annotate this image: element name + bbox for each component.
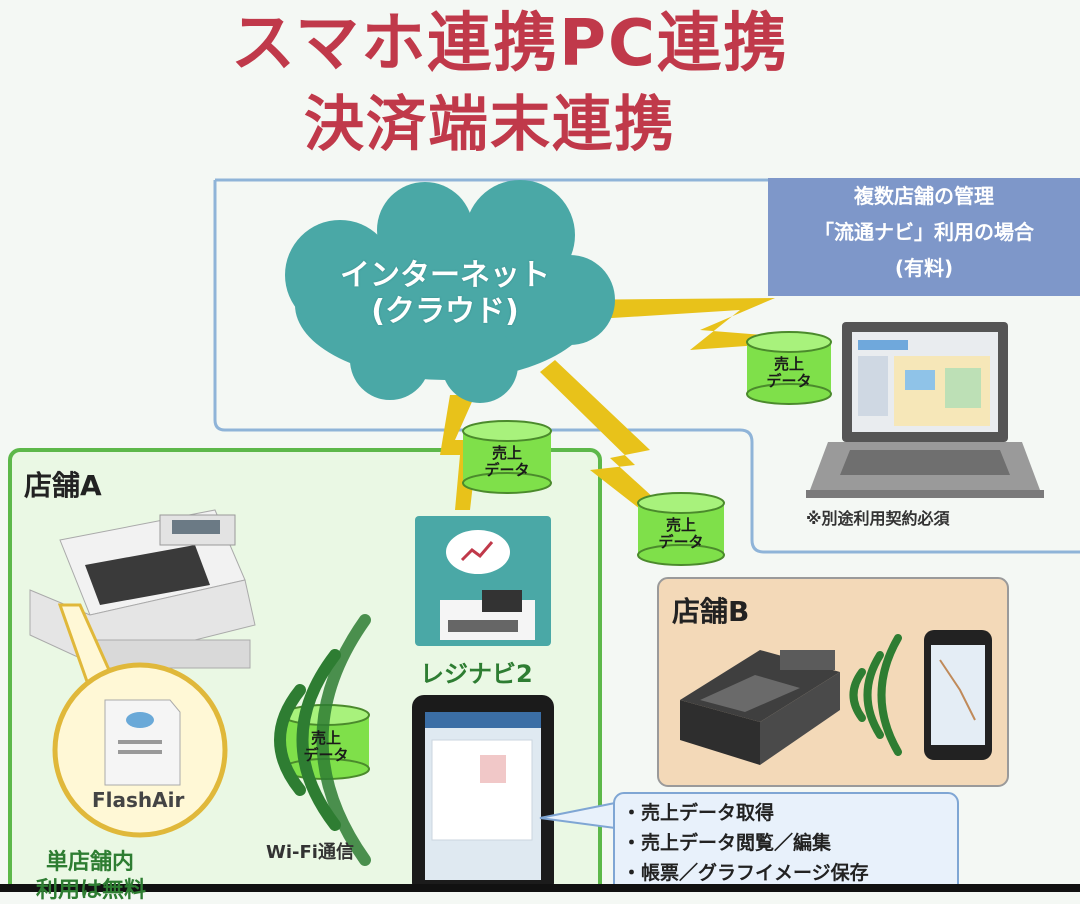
app-icon bbox=[415, 516, 551, 646]
sd-card-icon bbox=[104, 699, 181, 786]
laptop-footnote: ※別途利用契約必須 bbox=[806, 509, 950, 528]
lightning-icon bbox=[540, 360, 700, 548]
cloud-label: インターネット (クラウド) bbox=[310, 258, 580, 330]
store-a-note-cut: 利用は無料 bbox=[36, 878, 147, 903]
lightning-icon bbox=[560, 298, 800, 350]
cloud-label-line-2: (クラウド) bbox=[371, 294, 519, 329]
sales-data-line-1: 売上 bbox=[310, 729, 341, 747]
title-line-2: 決済端末連携 bbox=[304, 90, 676, 160]
multi-store-note-line-1: 複数店舗の管理 bbox=[854, 184, 994, 208]
title-line-1: スマホ連携PC連携 bbox=[231, 7, 789, 81]
wifi-icon bbox=[274, 614, 371, 866]
feature-item: ・売上データ閲覧／編集 bbox=[622, 832, 832, 854]
sales-data-label: 売上 データ bbox=[646, 517, 716, 551]
feature-callout bbox=[613, 792, 959, 892]
tablet-icon bbox=[412, 695, 554, 892]
wifi-icon bbox=[849, 634, 902, 756]
sales-data-line-2: データ bbox=[484, 461, 530, 479]
app-name: レジナビ2 bbox=[420, 660, 533, 688]
cloud-label-line-1: インターネット bbox=[340, 258, 550, 293]
sales-data-label: 売上 データ bbox=[754, 356, 824, 390]
cash-register-icon bbox=[680, 650, 840, 765]
laptop-icon bbox=[806, 322, 1044, 498]
sales-data-label: 売上 データ bbox=[291, 730, 361, 764]
multi-store-note-line-3: (有料) bbox=[894, 256, 954, 280]
sales-data-line-1: 売上 bbox=[491, 444, 522, 462]
store-b-label: 店舗B bbox=[672, 595, 750, 628]
wifi-label: Wi-Fi通信 bbox=[266, 842, 354, 863]
flashair-label: FlashAir bbox=[92, 788, 185, 812]
network-frame bbox=[213, 180, 1080, 554]
sales-data-line-2: データ bbox=[766, 372, 812, 390]
multi-store-note-line-2: 「流通ナビ」利用の場合 bbox=[814, 220, 1034, 244]
database-icon bbox=[462, 420, 552, 494]
sales-data-line-1: 売上 bbox=[665, 516, 696, 534]
sales-data-line-2: データ bbox=[658, 533, 704, 551]
feature-item: ・帳票／グラフイメージ保存 bbox=[622, 862, 869, 884]
sales-data-label: 売上 データ bbox=[472, 445, 542, 479]
feature-item: ・売上データ取得 bbox=[622, 802, 775, 824]
smartphone-icon bbox=[924, 630, 992, 760]
database-icon bbox=[746, 331, 832, 405]
multi-store-note: 複数店舗の管理 「流通ナビ」利用の場合 (有料) bbox=[768, 178, 1080, 296]
feature-list: ・売上データ取得 ・売上データ閲覧／編集 ・帳票／グラフイメージ保存 bbox=[622, 798, 952, 888]
database-icon bbox=[637, 492, 725, 566]
store-a-label: 店舗A bbox=[24, 469, 102, 502]
store-a-note: 単店舗内 bbox=[46, 850, 135, 875]
sales-data-line-1: 売上 bbox=[773, 355, 804, 373]
cloud-icon bbox=[285, 180, 615, 403]
sales-data-line-2: データ bbox=[303, 746, 349, 764]
